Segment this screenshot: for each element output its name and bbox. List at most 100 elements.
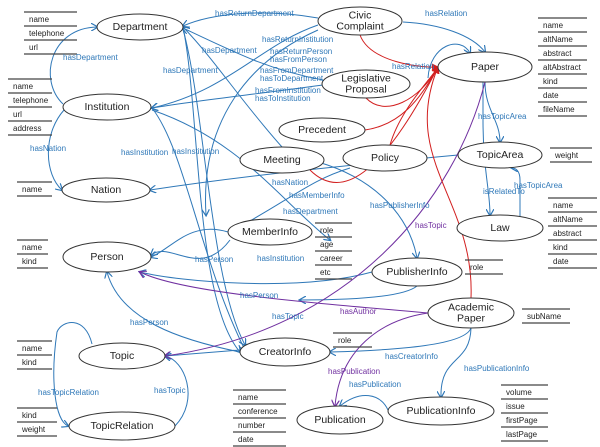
relation-label: hasTopicRelation	[38, 388, 99, 397]
relation-label: hasDepartment	[202, 46, 257, 55]
node-label: Topic	[110, 350, 135, 362]
relation-edge	[512, 168, 521, 216]
node-label: PublisherInfo	[386, 266, 447, 278]
attribute-name: fileName	[543, 105, 575, 114]
relation-label: hasTopicArea	[514, 181, 563, 190]
attribute-name: subName	[527, 312, 562, 321]
relation-label: hasTopicArea	[478, 112, 527, 121]
attribute-name: abstract	[543, 49, 572, 58]
attribute-name: weight	[21, 425, 46, 434]
relation-label: hasToDepartment	[260, 74, 324, 83]
attribute-name: name	[13, 82, 34, 91]
attribute-table-paper: namealtNameabstractaltAbstractkinddatefi…	[538, 17, 587, 117]
relation-label: hasFromDepartment	[260, 66, 334, 75]
relation-label: hasReturnInstitution	[262, 35, 333, 44]
node-label: Publication	[314, 414, 366, 426]
attribute-table-nation: name	[17, 181, 52, 197]
class-node-topic-relation[interactable]: TopicRelation	[68, 411, 176, 441]
node-ellipse	[437, 51, 533, 83]
class-node-publication-info[interactable]: PublicationInfo	[387, 396, 495, 426]
relation-edge	[165, 349, 241, 356]
attribute-table-topic-area: weight	[550, 147, 592, 163]
class-node-publication[interactable]: Publication	[296, 405, 384, 435]
class-node-precedent[interactable]: Precedent	[278, 117, 366, 143]
node-ellipse	[239, 146, 325, 174]
attribute-table-creator-info: role	[333, 332, 372, 348]
attribute-name: altAbstract	[543, 63, 582, 72]
relation-edge	[151, 107, 245, 350]
node-label: Paper	[457, 312, 486, 324]
class-node-creator-info[interactable]: CreatorInfo	[239, 337, 331, 367]
node-ellipse	[96, 13, 184, 41]
attribute-name: date	[553, 257, 569, 266]
relation-edge	[309, 66, 439, 184]
class-node-law[interactable]: Law	[456, 214, 544, 242]
node-ellipse	[342, 144, 428, 172]
class-node-topic[interactable]: Topic	[78, 342, 166, 370]
relation-edge	[484, 81, 500, 142]
attribute-table-publisher-info: role	[465, 259, 503, 275]
node-label: PublicationInfo	[407, 405, 476, 417]
attribute-name: number	[238, 421, 265, 430]
relation-label: hasPublicationInfo	[464, 364, 530, 373]
attribute-name: telephone	[13, 96, 49, 105]
attribute-name: name	[543, 21, 564, 30]
attribute-name: kind	[553, 243, 568, 252]
node-ellipse	[62, 93, 152, 121]
node-ellipse	[317, 6, 403, 36]
attribute-name: name	[29, 15, 50, 24]
node-label: Institution	[85, 101, 130, 113]
attribute-name: etc	[320, 268, 331, 277]
class-node-person[interactable]: Person	[62, 241, 152, 273]
relation-label: hasReturnPerson	[270, 47, 332, 56]
relation-label: hasRelation	[425, 9, 467, 18]
node-label: Civic	[349, 9, 372, 21]
class-node-institution[interactable]: Institution	[62, 93, 152, 121]
attribute-name: kind	[543, 77, 558, 86]
relation-label: hasInstitution	[172, 147, 219, 156]
relation-edge	[107, 272, 241, 353]
attribute-name: telephone	[29, 29, 65, 38]
relation-label: hasTopic	[415, 221, 447, 230]
relation-label: isRelatedTo	[483, 187, 525, 196]
relation-label: hasNation	[30, 144, 66, 153]
relation-edge	[183, 28, 324, 81]
relation-label: hasPublication	[349, 380, 401, 389]
class-node-member-info[interactable]: MemberInfo	[227, 218, 313, 246]
relation-edge	[441, 327, 472, 397]
relation-label: hasRelation	[392, 62, 434, 71]
class-node-topic-area[interactable]: TopicArea	[457, 141, 543, 169]
attribute-name: career	[320, 254, 343, 263]
relation-label: hasPerson	[195, 255, 233, 264]
class-node-paper[interactable]: Paper	[437, 51, 533, 83]
relation-edge	[140, 272, 429, 314]
relation-edge	[165, 81, 486, 356]
node-label: MemberInfo	[242, 226, 298, 238]
node-label: Proposal	[345, 83, 386, 95]
relation-label: hasNation	[272, 178, 308, 187]
class-node-department[interactable]: Department	[96, 13, 184, 41]
node-label: TopicRelation	[90, 420, 153, 432]
node-label: Legislative	[341, 72, 391, 84]
relation-label: hasDepartment	[283, 207, 338, 216]
relation-edge	[482, 82, 490, 215]
class-node-nation[interactable]: Nation	[61, 177, 151, 203]
class-node-meeting[interactable]: Meeting	[239, 146, 325, 174]
node-ellipse	[427, 297, 515, 329]
relation-edge	[182, 28, 245, 345]
node-ellipse	[61, 177, 151, 203]
class-node-publisher-info[interactable]: PublisherInfo	[371, 257, 463, 287]
node-ellipse	[296, 405, 384, 435]
relation-edge	[151, 239, 231, 259]
attribute-name: name	[22, 185, 43, 194]
class-node-policy[interactable]: Policy	[342, 144, 428, 172]
